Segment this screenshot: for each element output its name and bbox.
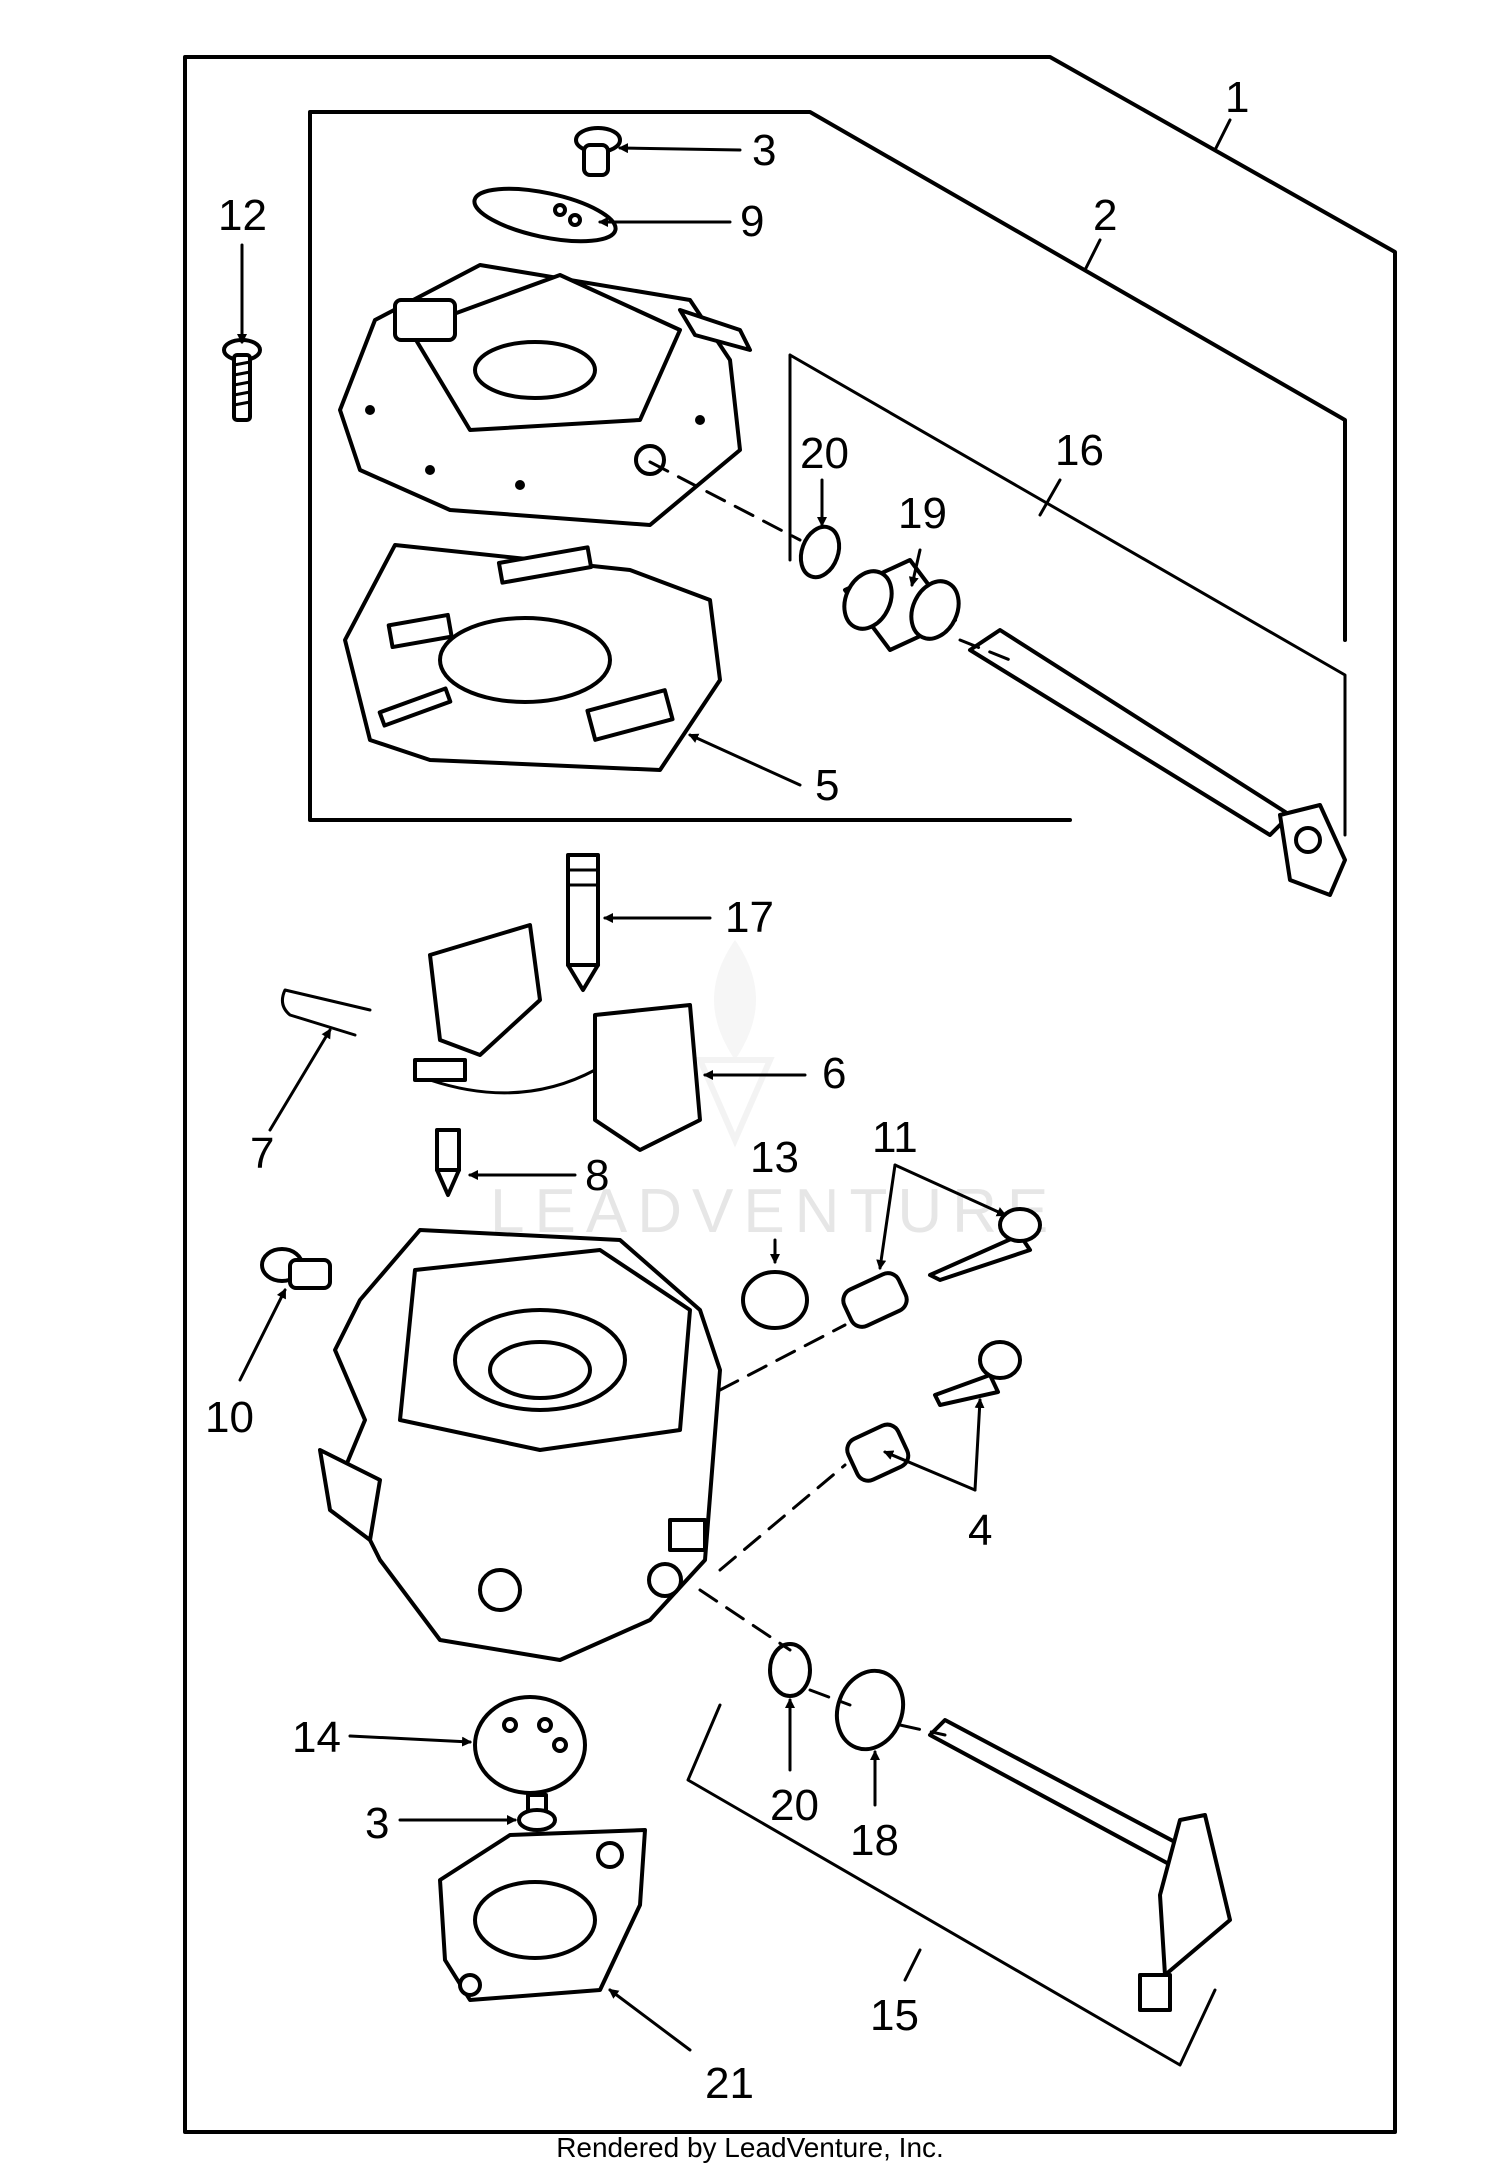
washer-part-20-top — [798, 524, 842, 580]
inner-frame — [308, 110, 1347, 822]
plate-part-9 — [472, 186, 618, 244]
callout-6: 6 — [822, 1049, 846, 1098]
float-part-6 — [413, 923, 702, 1152]
disc-part-13 — [741, 1270, 809, 1330]
bracket-16 — [788, 353, 1347, 837]
callout-21: 21 — [705, 2059, 754, 2108]
callout-3-bottom: 3 — [365, 1799, 389, 1848]
callout-17: 17 — [725, 893, 774, 942]
callout-9: 9 — [740, 197, 764, 246]
callout-2: 2 — [1093, 191, 1117, 240]
clip-part-7 — [280, 988, 372, 1037]
plate-part-14 — [473, 1695, 587, 1795]
plug-part-10 — [260, 1247, 332, 1290]
callout-7: 7 — [250, 1129, 274, 1178]
callout-leaders — [237, 118, 1232, 2052]
callout-13: 13 — [750, 1133, 799, 1182]
watermark-logo — [695, 940, 775, 1148]
callout-3-top: 3 — [752, 126, 776, 175]
callout-19: 19 — [898, 489, 947, 538]
callout-20-top: 20 — [800, 429, 849, 478]
bracket-15 — [686, 1703, 1217, 2067]
mixture-screw-part-4 — [845, 1340, 1022, 1483]
watermark-text: LEADVENTURE — [490, 1177, 1058, 1246]
outer-frame — [183, 55, 1397, 2134]
screw-part-12 — [222, 338, 262, 422]
choke-shaft-part-16 — [968, 628, 1347, 897]
callout-labels: 1 2 3 9 12 5 20 16 19 17 6 7 8 13 11 10 … — [205, 73, 1249, 2108]
idle-screw-part-11 — [841, 1207, 1042, 1329]
callout-8: 8 — [585, 1151, 609, 1200]
callout-16: 16 — [1055, 426, 1104, 475]
callout-5: 5 — [815, 761, 839, 810]
callout-4: 4 — [968, 1506, 992, 1555]
carburetor-cover-part-2 — [338, 263, 752, 527]
inlet-needle-part-8 — [435, 1128, 461, 1197]
footer-credit: Rendered by LeadVenture, Inc. — [556, 2132, 944, 2163]
callout-11: 11 — [872, 1113, 918, 1162]
screw-part-3-bottom — [517, 1793, 557, 1832]
gasket-part-5 — [343, 543, 722, 772]
needle-part-17 — [566, 853, 600, 992]
carburetor-body — [318, 1228, 722, 1662]
screw-part-3-top — [574, 126, 622, 177]
washer-part-20-bottom — [768, 1642, 812, 1698]
seal-part-18 — [834, 1668, 906, 1752]
bushing-part-19 — [842, 558, 961, 652]
callout-10: 10 — [205, 1393, 254, 1442]
callout-18: 18 — [850, 1816, 899, 1865]
gasket-part-21 — [438, 1828, 647, 2002]
callout-12: 12 — [218, 191, 267, 240]
callout-14: 14 — [292, 1713, 341, 1762]
callout-20-bottom: 20 — [770, 1781, 819, 1830]
callout-1: 1 — [1225, 73, 1249, 122]
callout-15: 15 — [870, 1991, 919, 2040]
throttle-shaft-part-15 — [928, 1718, 1232, 2012]
